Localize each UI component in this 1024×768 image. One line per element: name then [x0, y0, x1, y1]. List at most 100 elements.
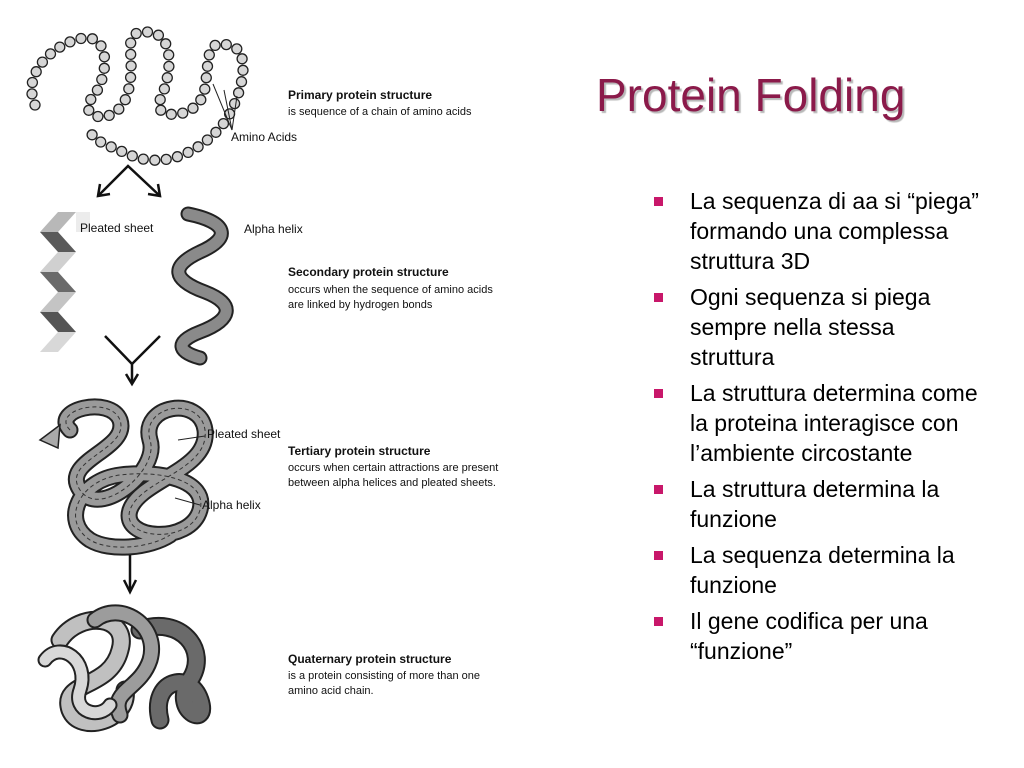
pleated-sheet-label: Pleated sheet — [80, 221, 154, 235]
quaternary-structure-desc-1: is a protein consisting of more than one — [288, 670, 480, 682]
amino-acid-bead — [232, 87, 245, 99]
amino-acid-bead — [130, 27, 142, 40]
amino-acid-bead — [75, 32, 87, 45]
amino-acid-bead — [96, 73, 108, 86]
bullet-square-icon — [654, 389, 663, 398]
bullet-item: Il gene codifica per una “funzione” — [650, 606, 980, 666]
amino-acid-bead — [44, 48, 57, 60]
amino-acid-bead — [119, 94, 131, 106]
amino-acid-bead — [195, 94, 207, 106]
amino-acid-bead — [160, 38, 172, 50]
amino-acid-bead — [123, 83, 135, 95]
quaternary-structure-desc-2: amino acid chain. — [288, 685, 374, 697]
amino-acid-bead — [95, 40, 107, 52]
amino-acid-bead — [163, 60, 175, 73]
secondary-structure-desc-1: occurs when the sequence of amino acids — [288, 284, 493, 296]
tertiary-structure-title: Tertiary protein structure — [288, 444, 431, 458]
down-arrow — [122, 555, 138, 595]
tertiary-structure-desc-2: between alpha helices and pleated sheets… — [288, 477, 496, 489]
amino-acid-bead — [86, 33, 99, 45]
amino-acid-bead — [95, 136, 107, 148]
bullet-square-icon — [654, 551, 663, 560]
merge-arrow — [104, 335, 161, 387]
bullet-square-icon — [654, 617, 663, 626]
amino-acid-bead — [103, 109, 115, 122]
bullet-text: Ogni sequenza si piega sempre nella stes… — [690, 284, 931, 370]
bullet-item: Ogni sequenza si piega sempre nella stes… — [650, 282, 980, 372]
amino-acid-bead — [237, 64, 249, 76]
bullet-square-icon — [654, 485, 663, 494]
primary-structure-title: Primary protein structure — [288, 88, 432, 102]
bullet-square-icon — [654, 293, 663, 302]
tertiary-pointers — [174, 435, 206, 506]
amino-acid-bead — [64, 36, 76, 48]
amino-acid-bead — [171, 151, 184, 163]
amino-acid-bead — [86, 129, 98, 141]
amino-acid-bead — [182, 146, 194, 159]
amino-acid-bead — [26, 88, 38, 100]
amino-acid-bead — [203, 49, 215, 61]
bullet-item: La sequenza di aa si “piega” formando un… — [650, 186, 980, 276]
amino-acid-bead — [137, 153, 149, 165]
amino-acid-bead — [149, 154, 161, 166]
pleated-sheet-shape — [40, 212, 90, 352]
amino-acid-bead — [228, 97, 241, 110]
bullet-text: La struttura determina la funzione — [690, 476, 940, 532]
tertiary-structure-shape — [38, 398, 214, 556]
secondary-structure-title: Secondary protein structure — [288, 265, 449, 279]
amino-acid-bead — [161, 72, 173, 84]
split-arrow — [96, 164, 162, 198]
bullet-text: Il gene codifica per una “funzione” — [690, 608, 928, 664]
amino-acid-bead — [163, 49, 175, 61]
secondary-structure-desc-2: are linked by hydrogen bonds — [288, 299, 433, 311]
amino-acid-bead — [36, 56, 49, 68]
bullet-text: La sequenza di aa si “piega” formando un… — [690, 188, 979, 274]
amino-acid-bead — [91, 84, 104, 96]
bullet-item: La struttura determina la funzione — [650, 474, 980, 534]
amino-acid-bead — [125, 37, 137, 49]
bullet-square-icon — [654, 197, 663, 206]
amino-acid-bead — [201, 134, 214, 146]
amino-acid-bead — [125, 60, 137, 72]
alpha-helix-label: Alpha helix — [244, 222, 303, 236]
amino-acids-pointer — [212, 83, 238, 131]
amino-acid-bead — [141, 26, 154, 38]
amino-acid-bead — [200, 72, 212, 84]
amino-acid-bead — [98, 51, 111, 63]
bullet-item: La sequenza determina la funzione — [650, 540, 980, 600]
amino-acid-bead — [113, 103, 125, 115]
amino-acid-bead — [98, 62, 110, 74]
amino-acid-bead — [85, 93, 97, 106]
amino-acid-bead — [30, 66, 42, 78]
amino-acid-bead — [105, 141, 117, 153]
amino-acid-bead — [154, 93, 166, 106]
amino-acid-bead — [160, 153, 172, 166]
amino-acid-bead — [209, 39, 221, 52]
amino-acid-bead — [199, 83, 211, 95]
amino-acid-chain — [26, 26, 249, 166]
amino-acid-bead — [210, 126, 222, 138]
amino-acid-bead — [217, 117, 230, 130]
quaternary-structure-title: Quaternary protein structure — [288, 652, 452, 666]
amino-acid-bead — [54, 41, 66, 53]
amino-acid-bead — [83, 104, 95, 116]
amino-acid-bead — [236, 53, 248, 65]
tertiary-pleated-sheet-label: Pleated sheet — [207, 427, 281, 441]
amino-acid-bead — [187, 102, 199, 114]
bullet-item: La struttura determina come la proteina … — [650, 378, 980, 468]
amino-acid-bead — [231, 43, 243, 55]
amino-acid-bead — [126, 150, 138, 162]
bullet-text: La struttura determina come la proteina … — [690, 380, 978, 466]
quaternary-structure-shape — [37, 604, 212, 733]
bullet-text: La sequenza determina la funzione — [690, 542, 955, 598]
amino-acids-label: Amino Acids — [231, 130, 297, 144]
slide-title: Protein Folding — [596, 69, 906, 121]
amino-acid-bead — [26, 76, 39, 89]
amino-acid-bead — [158, 83, 171, 95]
amino-acid-bead — [29, 99, 41, 111]
amino-acid-bead — [192, 141, 204, 153]
bullet-list: La sequenza di aa si “piega” formando un… — [650, 186, 980, 672]
amino-acid-bead — [152, 29, 165, 41]
amino-acid-bead — [201, 60, 214, 72]
